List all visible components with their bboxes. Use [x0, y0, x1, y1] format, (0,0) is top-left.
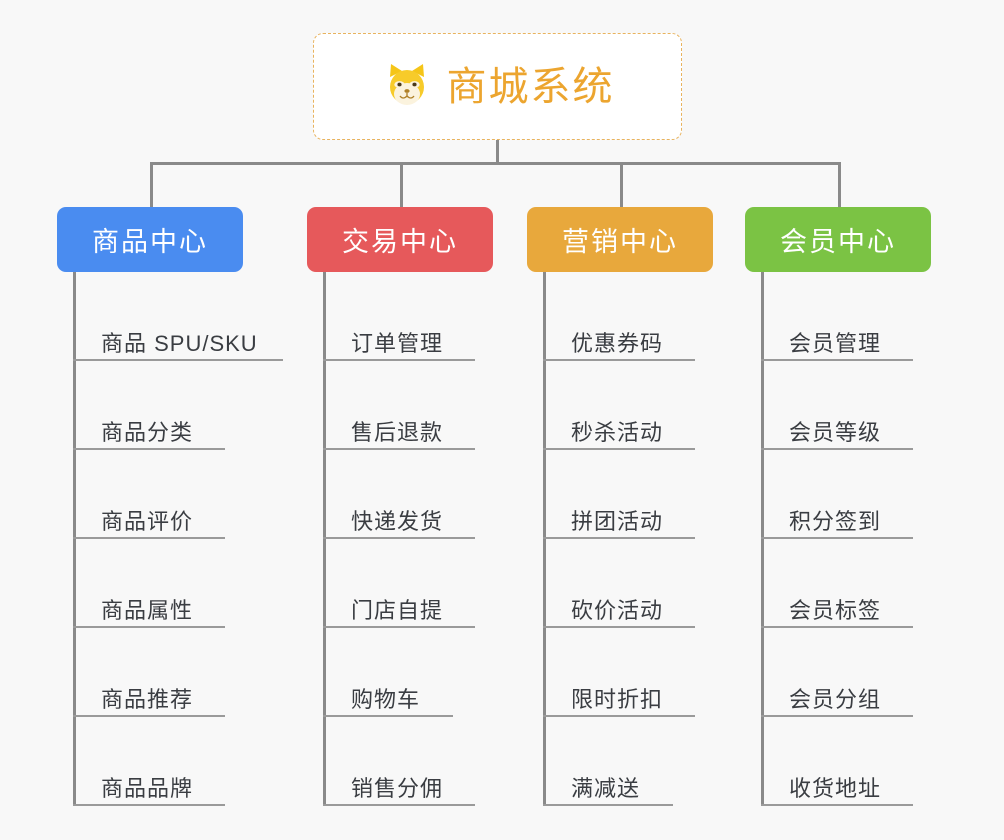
- list-item-underline: [543, 804, 673, 806]
- category-header-trade[interactable]: 交易中心: [307, 207, 493, 272]
- category-header-label: 交易中心: [342, 227, 458, 257]
- list-item[interactable]: 商品 SPU/SKU: [73, 272, 288, 361]
- category-spine: [761, 272, 764, 806]
- category-item-list: 订单管理 售后退款 快递发货 门店自提 购物车 销售分佣: [323, 272, 538, 806]
- list-item[interactable]: 砍价活动: [543, 539, 758, 628]
- category-item-list: 商品 SPU/SKU 商品分类 商品评价 商品属性 商品推荐 商品品牌: [73, 272, 288, 806]
- list-item-label: 砍价活动: [571, 597, 664, 623]
- list-item[interactable]: 商品属性: [73, 539, 288, 628]
- category-spine: [543, 272, 546, 806]
- list-item-label: 商品评价: [101, 508, 194, 534]
- list-item-label: 门店自提: [351, 597, 444, 623]
- list-item[interactable]: 优惠券码: [543, 272, 758, 361]
- list-item[interactable]: 快递发货: [323, 450, 538, 539]
- category-header-label: 商品中心: [92, 227, 208, 257]
- list-item-underline: [761, 626, 913, 628]
- category-header-label: 营销中心: [562, 227, 678, 257]
- list-item[interactable]: 收货地址: [761, 717, 976, 806]
- list-item[interactable]: 会员分组: [761, 628, 976, 717]
- list-item-underline: [543, 715, 695, 717]
- list-item[interactable]: 会员标签: [761, 539, 976, 628]
- list-item-underline: [543, 359, 695, 361]
- category-header-member[interactable]: 会员中心: [745, 207, 931, 272]
- list-item-underline: [323, 804, 475, 806]
- root-node-shop-system[interactable]: 商城系统: [313, 33, 682, 140]
- list-item-underline: [323, 715, 453, 717]
- list-item-underline: [761, 359, 913, 361]
- list-item[interactable]: 购物车: [323, 628, 538, 717]
- connector-drop-category-4: [838, 162, 841, 208]
- list-item[interactable]: 会员管理: [761, 272, 976, 361]
- list-item-underline: [323, 359, 475, 361]
- list-item-label: 会员分组: [789, 686, 882, 712]
- list-item-label: 收货地址: [789, 775, 882, 801]
- category-header-marketing[interactable]: 营销中心: [527, 207, 713, 272]
- list-item[interactable]: 拼团活动: [543, 450, 758, 539]
- list-item[interactable]: 积分签到: [761, 450, 976, 539]
- list-item[interactable]: 商品评价: [73, 450, 288, 539]
- list-item-label: 商品 SPU/SKU: [101, 330, 258, 356]
- root-node-title: 商城系统: [446, 64, 615, 109]
- list-item-label: 订单管理: [351, 330, 444, 356]
- category-header-label: 会员中心: [780, 227, 896, 257]
- shiba-dog-face-icon: [381, 61, 433, 113]
- list-item-underline: [761, 537, 913, 539]
- list-item-label: 商品属性: [101, 597, 194, 623]
- list-item[interactable]: 会员等级: [761, 361, 976, 450]
- list-item-label: 销售分佣: [351, 775, 444, 801]
- connector-drop-category-1: [150, 162, 153, 208]
- list-item[interactable]: 商品品牌: [73, 717, 288, 806]
- list-item-underline: [73, 359, 283, 361]
- list-item-label: 快递发货: [351, 508, 444, 534]
- list-item-underline: [761, 448, 913, 450]
- list-item-underline: [73, 804, 225, 806]
- list-item-label: 商品推荐: [101, 686, 194, 712]
- connector-drop-category-3: [620, 162, 623, 208]
- list-item-label: 优惠券码: [571, 330, 664, 356]
- category-item-list: 优惠券码 秒杀活动 拼团活动 砍价活动 限时折扣 满减送: [543, 272, 758, 806]
- list-item-underline: [73, 626, 225, 628]
- list-item-underline: [73, 537, 225, 539]
- list-item-label: 会员等级: [789, 419, 882, 445]
- category-header-product[interactable]: 商品中心: [57, 207, 243, 272]
- list-item-underline: [73, 715, 225, 717]
- list-item[interactable]: 商品推荐: [73, 628, 288, 717]
- list-item-label: 积分签到: [789, 508, 882, 534]
- list-item[interactable]: 秒杀活动: [543, 361, 758, 450]
- list-item[interactable]: 销售分佣: [323, 717, 538, 806]
- category-item-list: 会员管理 会员等级 积分签到 会员标签 会员分组 收货地址: [761, 272, 976, 806]
- list-item[interactable]: 售后退款: [323, 361, 538, 450]
- list-item-label: 购物车: [351, 686, 421, 712]
- connector-drop-category-2: [400, 162, 403, 208]
- list-item-underline: [323, 626, 475, 628]
- list-item-label: 秒杀活动: [571, 419, 664, 445]
- list-item[interactable]: 门店自提: [323, 539, 538, 628]
- connector-root-stem: [496, 140, 499, 164]
- list-item-underline: [73, 448, 225, 450]
- list-item-label: 会员管理: [789, 330, 882, 356]
- list-item-underline: [543, 626, 695, 628]
- list-item-underline: [323, 448, 475, 450]
- list-item-label: 商品品牌: [101, 775, 194, 801]
- list-item-label: 满减送: [571, 775, 641, 801]
- list-item[interactable]: 满减送: [543, 717, 758, 806]
- category-spine: [323, 272, 326, 806]
- list-item-label: 商品分类: [101, 419, 194, 445]
- category-spine: [73, 272, 76, 806]
- list-item-underline: [543, 537, 695, 539]
- list-item-underline: [543, 448, 695, 450]
- list-item-underline: [761, 715, 913, 717]
- list-item-label: 售后退款: [351, 419, 444, 445]
- list-item-label: 会员标签: [789, 597, 882, 623]
- list-item-label: 限时折扣: [571, 686, 664, 712]
- connector-horizontal-bus: [150, 162, 841, 165]
- list-item[interactable]: 限时折扣: [543, 628, 758, 717]
- list-item-label: 拼团活动: [571, 508, 664, 534]
- list-item[interactable]: 商品分类: [73, 361, 288, 450]
- list-item-underline: [761, 804, 913, 806]
- list-item[interactable]: 订单管理: [323, 272, 538, 361]
- list-item-underline: [323, 537, 475, 539]
